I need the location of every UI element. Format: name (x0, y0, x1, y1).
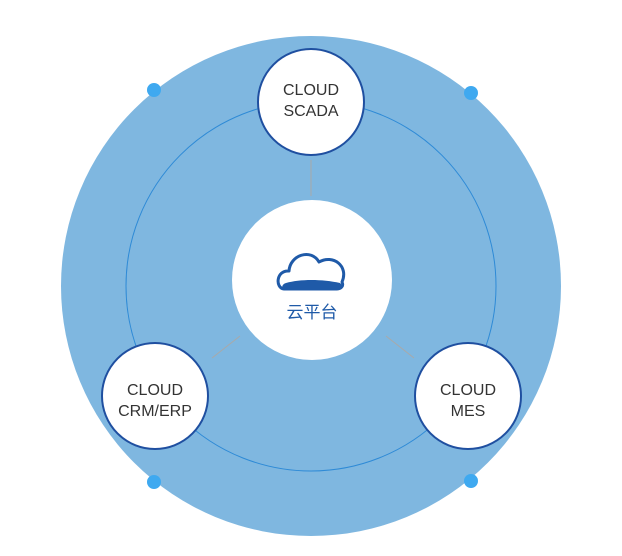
decorative-dot-bottom-right (464, 474, 478, 488)
node-cloud-scada: CLOUD SCADA (257, 48, 365, 156)
node-mes-line1: CLOUD (440, 382, 496, 399)
node-cloud-mes: CLOUD MES (414, 342, 522, 450)
node-scada-line1: CLOUD (283, 82, 339, 99)
connector-mes (385, 335, 415, 359)
decorative-dot-top-right (464, 86, 478, 100)
node-crm-line2: CRM/ERP (118, 403, 192, 420)
center-circle (232, 200, 392, 360)
node-circle-mes (414, 342, 522, 450)
node-crm-line1: CLOUD (127, 382, 183, 399)
node-circle-scada (257, 48, 365, 156)
node-cloud-crm-erp: CLOUD CRM/ERP (101, 342, 209, 450)
cloud-icon (276, 252, 346, 291)
center-node: 云平台 (232, 200, 392, 360)
decorative-dot-bottom-left (147, 475, 161, 489)
center-label: 云平台 (287, 303, 338, 323)
connector-crm (211, 335, 241, 359)
node-scada-line2: SCADA (283, 103, 338, 120)
node-mes-line2: MES (451, 403, 486, 420)
decorative-dot-top-left (147, 83, 161, 97)
node-circle-crm (101, 342, 209, 450)
